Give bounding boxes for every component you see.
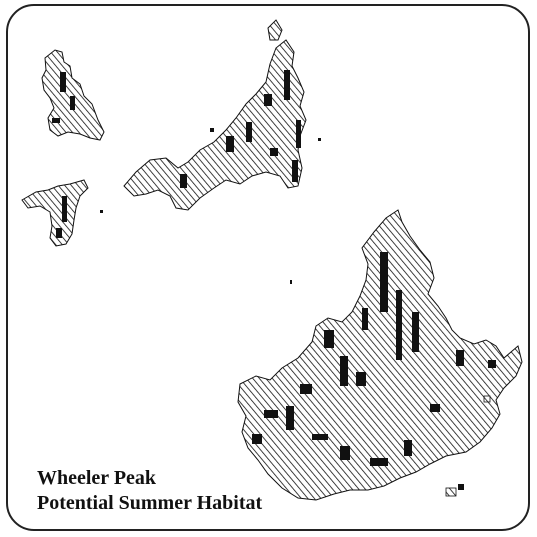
habitat-patch-north-central [123,19,307,211]
map-title-line2: Potential Summer Habitat [37,492,263,514]
habitat-specks [100,128,491,497]
habitat-patch-west [21,179,89,247]
habitat-patch-southeast [237,209,523,501]
map-title-line1: Wheeler Peak [37,467,157,489]
map-title: Wheeler Peak Potential Summer Habitat [37,466,262,516]
habitat-patch-northwest [41,49,105,141]
